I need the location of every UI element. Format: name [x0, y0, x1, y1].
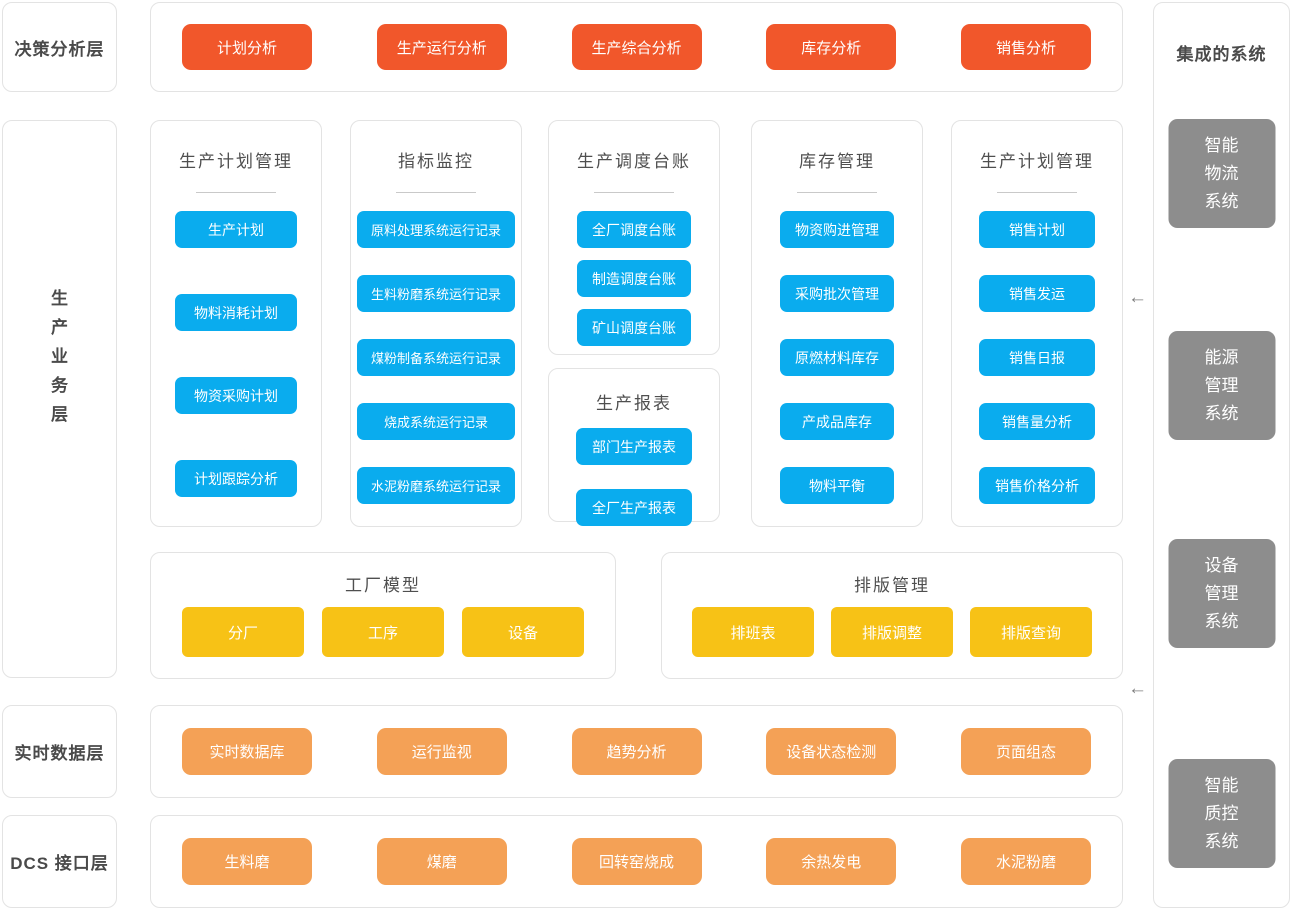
- module-button[interactable]: 计划分析: [182, 24, 312, 70]
- realtime-data-row: 实时数据库 运行监视 趋势分析 设备状态检测 页面组态: [150, 705, 1123, 798]
- section-items: 排班表 排版调整 排版查询: [662, 607, 1122, 657]
- module-button[interactable]: 物资采购计划: [175, 377, 297, 414]
- column-production-plan-mgmt: 生产计划管理 生产计划 物料消耗计划 物资采购计划 计划跟踪分析: [150, 120, 322, 527]
- column-title: 库存管理: [799, 152, 875, 171]
- title-divider: [997, 192, 1077, 193]
- module-button[interactable]: 水泥粉磨系统运行记录: [357, 467, 515, 504]
- section-title: 工厂模型: [345, 576, 421, 595]
- module-button[interactable]: 趋势分析: [571, 728, 702, 775]
- system-block-equipment-mgmt[interactable]: 设备管理系统: [1168, 539, 1275, 648]
- module-button[interactable]: 分厂: [182, 607, 304, 657]
- module-button[interactable]: 物料消耗计划: [175, 294, 297, 331]
- column-inventory-mgmt: 库存管理 物资购进管理 采购批次管理 原燃材料库存 产成品库存 物料平衡: [751, 120, 923, 527]
- module-button[interactable]: 销售价格分析: [979, 467, 1095, 504]
- column-items: 全厂调度台账 制造调度台账 矿山调度台账: [549, 211, 719, 346]
- column-items: 生产计划 物料消耗计划 物资采购计划 计划跟踪分析: [151, 211, 321, 497]
- schedule-mgmt-card: 排版管理 排班表 排版调整 排版查询: [661, 552, 1123, 679]
- module-button[interactable]: 煤粉制备系统运行记录: [357, 339, 515, 376]
- module-button[interactable]: 原料处理系统运行记录: [357, 211, 515, 248]
- module-button[interactable]: 生料粉磨系统运行记录: [357, 275, 515, 312]
- integrated-systems-sidebar: 集成的系统 智能物流系统 能源管理系统 设备管理系统 智能质控系统: [1153, 2, 1290, 908]
- module-button[interactable]: 物资购进管理: [780, 211, 894, 248]
- module-button[interactable]: 全厂调度台账: [577, 211, 691, 248]
- module-button[interactable]: 烧成系统运行记录: [357, 403, 515, 440]
- module-button[interactable]: 工序: [322, 607, 444, 657]
- title-divider: [797, 192, 877, 193]
- module-button[interactable]: 页面组态: [961, 728, 1091, 775]
- dcs-interface-row: 生料磨 煤磨 回转窑烧成 余热发电 水泥粉磨: [150, 815, 1123, 908]
- system-block-energy-mgmt[interactable]: 能源管理系统: [1168, 331, 1275, 440]
- layer-label-realtime-data: 实时数据层: [2, 705, 117, 798]
- module-button[interactable]: 设备状态检测: [766, 728, 897, 775]
- system-block-label: 设备管理系统: [1204, 555, 1239, 631]
- factory-model-card: 工厂模型 分厂 工序 设备: [150, 552, 616, 679]
- column-title: 生产调度台账: [577, 152, 691, 171]
- module-button[interactable]: 部门生产报表: [576, 428, 692, 465]
- module-button[interactable]: 生料磨: [182, 838, 312, 885]
- section-title: 排版管理: [854, 576, 930, 595]
- module-button[interactable]: 制造调度台账: [577, 260, 691, 297]
- column-items: 销售计划 销售发运 销售日报 销售量分析 销售价格分析: [952, 211, 1122, 504]
- module-button[interactable]: 排版调整: [831, 607, 953, 657]
- title-divider: [594, 192, 674, 193]
- title-divider: [396, 192, 476, 193]
- system-block-smart-quality[interactable]: 智能质控系统: [1168, 759, 1275, 868]
- module-button[interactable]: 销售量分析: [979, 403, 1095, 440]
- module-button[interactable]: 计划跟踪分析: [175, 460, 297, 497]
- column-dispatch-ledger: 生产调度台账 全厂调度台账 制造调度台账 矿山调度台账: [548, 120, 720, 355]
- module-button[interactable]: 实时数据库: [182, 728, 312, 775]
- module-button[interactable]: 排班表: [692, 607, 814, 657]
- layer-label-production-business: 生产业务层: [2, 120, 117, 678]
- module-button[interactable]: 生产计划: [175, 211, 297, 248]
- section-items: 分厂 工序 设备: [151, 607, 615, 657]
- column-title: 生产计划管理: [179, 152, 293, 171]
- module-button[interactable]: 产成品库存: [780, 403, 894, 440]
- column-sales-plan-mgmt: 生产计划管理 销售计划 销售发运 销售日报 销售量分析 销售价格分析: [951, 120, 1123, 527]
- module-button[interactable]: 采购批次管理: [780, 275, 894, 312]
- sidebar-title: 集成的系统: [1176, 45, 1267, 64]
- column-items: 部门生产报表 全厂生产报表: [549, 428, 719, 526]
- module-button[interactable]: 全厂生产报表: [576, 489, 692, 526]
- column-title: 指标监控: [398, 152, 474, 171]
- module-button[interactable]: 生产综合分析: [571, 24, 702, 70]
- system-block-label: 能源管理系统: [1204, 347, 1239, 423]
- column-indicator-monitoring: 指标监控 原料处理系统运行记录 生料粉磨系统运行记录 煤粉制备系统运行记录 烧成…: [350, 120, 522, 527]
- column-title: 生产报表: [596, 394, 672, 413]
- column-production-reports: 生产报表 部门生产报表 全厂生产报表: [548, 368, 720, 526]
- module-button[interactable]: 设备: [462, 607, 584, 657]
- module-button[interactable]: 库存分析: [766, 24, 897, 70]
- module-button[interactable]: 原燃材料库存: [780, 339, 894, 376]
- title-divider: [196, 192, 276, 193]
- column-items: 原料处理系统运行记录 生料粉磨系统运行记录 煤粉制备系统运行记录 烧成系统运行记…: [351, 211, 521, 504]
- module-button[interactable]: 生产运行分析: [376, 24, 507, 70]
- layer-label-text-vertical: 生产业务层: [51, 289, 68, 424]
- module-button[interactable]: 矿山调度台账: [577, 309, 691, 346]
- layer-label-text: 决策分析层: [14, 39, 105, 59]
- left-arrow-icon: ←: [1128, 287, 1147, 308]
- module-button[interactable]: 物料平衡: [780, 467, 894, 504]
- module-button[interactable]: 销售日报: [979, 339, 1095, 376]
- system-block-label: 智能质控系统: [1204, 775, 1239, 851]
- layer-label-text: 实时数据层: [14, 744, 105, 763]
- column-title: 生产计划管理: [980, 152, 1094, 171]
- system-block-label: 智能物流系统: [1204, 135, 1239, 211]
- module-button[interactable]: 回转窑烧成: [571, 838, 702, 885]
- left-arrow-icon: ←: [1128, 678, 1147, 699]
- module-button[interactable]: 水泥粉磨: [961, 838, 1091, 885]
- module-button[interactable]: 销售分析: [961, 24, 1091, 70]
- layer-label-text: DCS 接口层: [10, 854, 109, 873]
- decision-analysis-row: 计划分析 生产运行分析 生产综合分析 库存分析 销售分析: [150, 2, 1123, 92]
- system-block-smart-logistics[interactable]: 智能物流系统: [1168, 119, 1275, 228]
- column-items: 物资购进管理 采购批次管理 原燃材料库存 产成品库存 物料平衡: [752, 211, 922, 504]
- module-button[interactable]: 余热发电: [766, 838, 897, 885]
- module-button[interactable]: 销售计划: [979, 211, 1095, 248]
- module-button[interactable]: 排版查询: [970, 607, 1092, 657]
- module-button[interactable]: 销售发运: [979, 275, 1095, 312]
- module-button[interactable]: 煤磨: [376, 838, 507, 885]
- layer-label-decision-analysis: 决策分析层: [2, 2, 117, 92]
- layer-label-dcs-interface: DCS 接口层: [2, 815, 117, 908]
- module-button[interactable]: 运行监视: [376, 728, 507, 775]
